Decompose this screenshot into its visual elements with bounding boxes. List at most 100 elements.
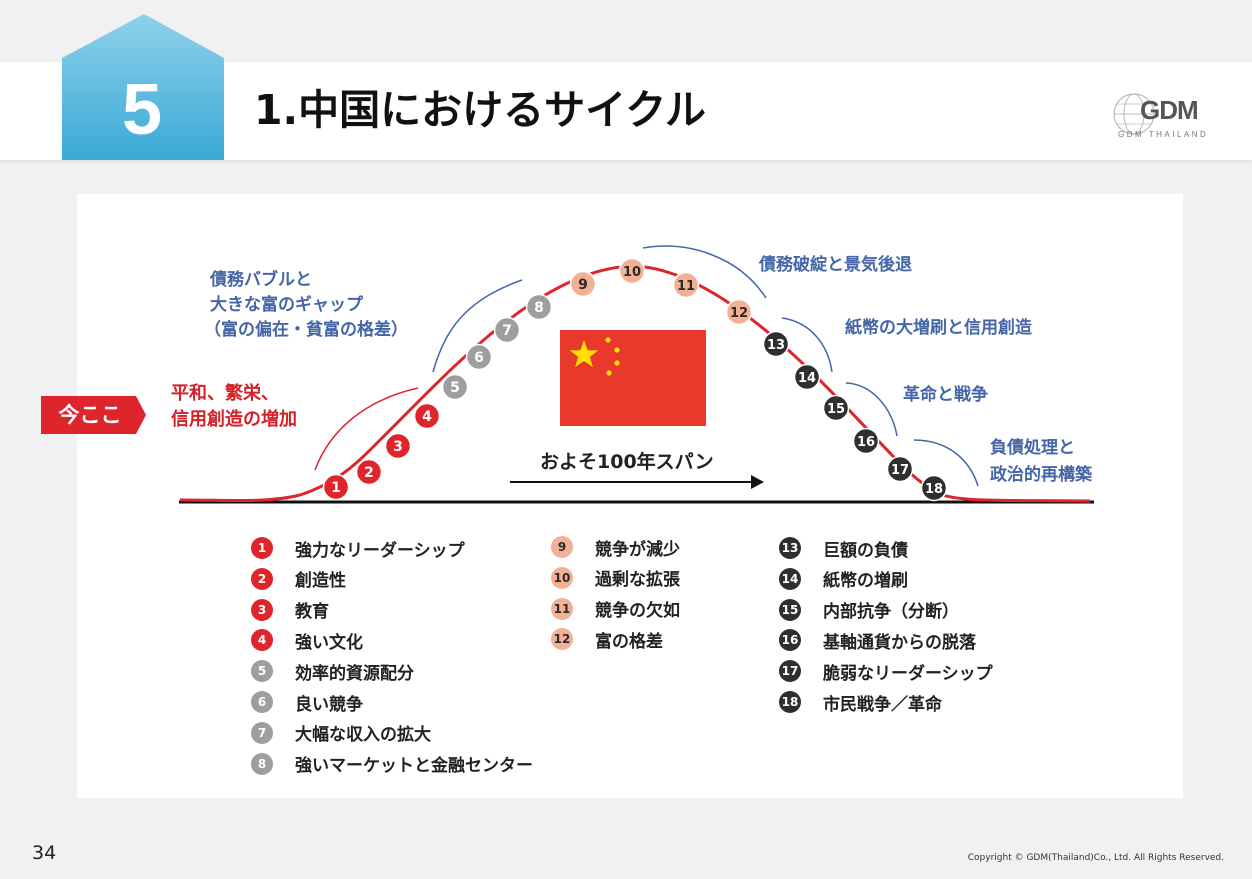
stage-marker-17: 17: [886, 455, 914, 483]
stage-marker-3: 3: [384, 432, 412, 460]
restructure-arc: [913, 439, 979, 487]
gdm-globe-icon: [1113, 93, 1155, 135]
logo-subtitle: GDM THAILAND: [1118, 130, 1209, 139]
legend-label: 巨額の負債: [823, 540, 908, 561]
stage-marker-number: 14: [798, 371, 816, 386]
legend-label: 効率的資源配分: [295, 663, 414, 684]
stage-marker-number: 7: [502, 323, 512, 339]
now-here-label: 今ここ: [58, 403, 122, 427]
stage-marker-18: 18: [920, 474, 948, 502]
legend-item-7: 7 大幅な収入の拡大: [251, 721, 431, 745]
legend-number: 5: [251, 660, 273, 683]
money-printing-label: 紙幣の大増刷と信用創造: [845, 318, 1032, 338]
legend-item-10: 10 過剰な拡張: [551, 566, 680, 590]
stage-marker-number: 11: [677, 279, 695, 294]
stage-marker-number: 10: [623, 265, 641, 280]
stage-marker-10: 10: [618, 257, 646, 285]
legend-number: 17: [779, 660, 801, 683]
stage-marker-5: 5: [441, 373, 469, 401]
stage-marker-9: 9: [569, 270, 597, 298]
span-arrowhead: [751, 475, 764, 489]
stage-marker-number: 13: [767, 338, 785, 353]
logo-text: GDM: [1140, 95, 1199, 125]
stage-marker-15: 15: [822, 394, 850, 422]
war-arc: [845, 382, 898, 437]
legend-label: 強力なリーダーシップ: [295, 540, 465, 561]
legend-item-2: 2 創造性: [251, 567, 346, 591]
peace-line-1: 平和、繁栄、: [171, 383, 279, 404]
legend-item-9: 9 競争が減少: [551, 535, 680, 560]
peace-label: 平和、繁栄、 信用創造の増加: [171, 381, 297, 433]
legend-label: 創造性: [295, 571, 346, 592]
legend-label: 大幅な収入の拡大: [295, 725, 431, 746]
stage-marker-6: 6: [465, 343, 493, 371]
legend-number: 9: [551, 536, 573, 558]
stage-marker-16: 16: [852, 427, 880, 455]
legend-number: 15: [779, 598, 801, 621]
legend-number: 1: [251, 537, 273, 559]
legend-label: 過剰な拡張: [595, 570, 680, 591]
stage-marker-number: 17: [891, 463, 909, 478]
restructuring-line-2: 政治的再構築: [990, 465, 1092, 485]
legend-label: 良い競争: [295, 694, 363, 715]
legend-number: 2: [251, 567, 273, 590]
debt-bubble-label: 債務バブルと 大きな富のギャップ （富の偏在・貧富の格差）: [204, 268, 408, 343]
legend-label: 市民戦争／革命: [823, 694, 942, 715]
span-label: およそ100年スパン: [540, 451, 714, 473]
stage-marker-1: 1: [322, 473, 350, 501]
legend-label: 競争の欠如: [595, 601, 680, 622]
recession-label: 債務破綻と景気後退: [759, 255, 912, 275]
peace-line-2: 信用創造の増加: [171, 409, 297, 430]
legend-number: 7: [251, 721, 273, 744]
legend-item-12: 12 富の格差: [551, 627, 663, 652]
china-flag-icon: [560, 330, 706, 426]
stage-marker-11: 11: [672, 271, 700, 299]
stage-marker-number: 2: [364, 465, 374, 481]
peace-arc: [314, 387, 419, 471]
legend-label: 競争が減少: [595, 539, 680, 560]
debt-bubble-line-2: 大きな富のギャップ: [210, 295, 363, 315]
legend-label: 強い文化: [295, 632, 363, 653]
restructuring-label: 負債処理と 政治的再構築: [990, 436, 1092, 488]
now-here-badge: [41, 396, 146, 434]
stage-marker-number: 3: [393, 439, 403, 455]
legend-number: 10: [551, 566, 573, 589]
stage-marker-14: 14: [793, 363, 821, 391]
legend-label: 富の格差: [595, 631, 663, 652]
legend-number: 18: [779, 691, 801, 713]
legend-item-1: 1 強力なリーダーシップ: [251, 536, 465, 561]
stage-marker-number: 12: [730, 306, 748, 321]
legend-number: 4: [251, 629, 273, 652]
money-arc: [781, 317, 833, 373]
stage-marker-2: 2: [355, 458, 383, 486]
stage-marker-8: 8: [525, 293, 553, 321]
legend-item-17: 17 脆弱なリーダーシップ: [779, 659, 993, 684]
stage-marker-number: 1: [331, 480, 341, 496]
debt-bubble-line-3: （富の偏在・貧富の格差）: [204, 320, 408, 340]
recession-arc: [642, 245, 767, 299]
stage-marker-number: 16: [857, 435, 875, 450]
legend-item-5: 5 効率的資源配分: [251, 659, 414, 684]
stage-marker-4: 4: [413, 402, 441, 430]
stage-marker-12: 12: [725, 298, 753, 326]
section-badge-shape: [62, 14, 224, 160]
debt-bubble-arc: [432, 279, 523, 373]
legend-label: 内部抗争（分断）: [823, 602, 959, 623]
copyright: Copyright © GDM(Thailand)Co., Ltd. All R…: [967, 853, 1224, 863]
legend-label: 教育: [295, 602, 329, 623]
legend-number: 11: [551, 597, 573, 620]
legend-label: 紙幣の増刷: [823, 571, 908, 592]
stage-marker-number: 6: [474, 350, 484, 366]
legend-label: 脆弱なリーダーシップ: [823, 663, 993, 684]
legend-item-18: 18 市民戦争／革命: [779, 690, 942, 715]
legend-label: 基軸通貨からの脱落: [823, 632, 976, 653]
page-number: 34: [32, 842, 57, 864]
legend-number: 12: [551, 628, 573, 651]
legend-item-15: 15 内部抗争（分断）: [779, 598, 959, 622]
